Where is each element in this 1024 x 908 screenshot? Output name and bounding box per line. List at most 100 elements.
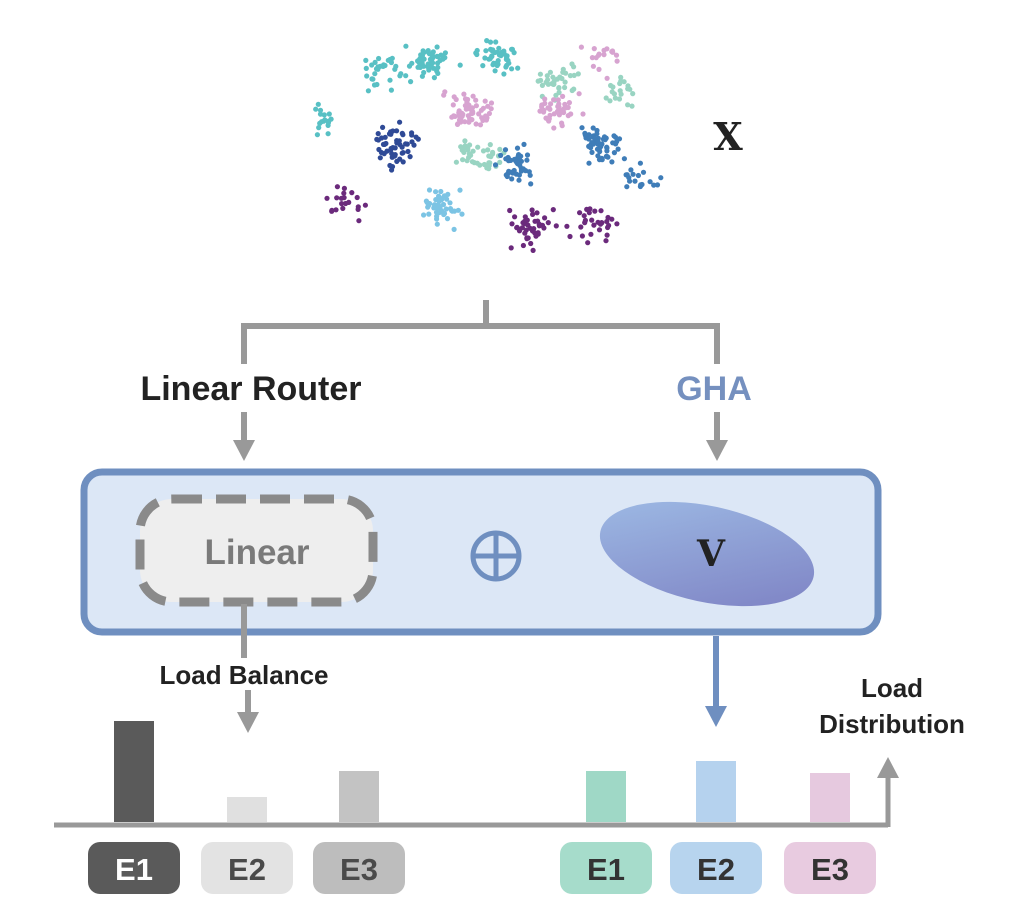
scatter-point xyxy=(550,74,556,80)
scatter-point xyxy=(585,240,591,246)
scatter-point xyxy=(590,63,597,69)
scatter-point xyxy=(469,117,475,123)
scatter-point xyxy=(609,159,615,165)
scatter-point xyxy=(403,73,409,79)
scatter-point xyxy=(591,46,597,52)
scatter-point xyxy=(604,46,610,52)
scatter-point xyxy=(387,162,393,169)
scatter-point xyxy=(435,70,441,76)
scatter-point xyxy=(329,208,335,214)
scatter-point xyxy=(418,59,424,65)
scatter-point xyxy=(516,177,522,183)
scatter-point xyxy=(321,112,327,118)
scatter-point xyxy=(548,101,554,107)
scatter-point xyxy=(333,207,339,213)
scatter-point xyxy=(593,55,599,61)
scatter-point xyxy=(529,207,535,213)
scatter-point xyxy=(444,216,451,222)
scatter-point xyxy=(508,169,514,175)
scatter-point xyxy=(537,71,544,77)
scatter-point xyxy=(613,52,620,58)
scatter-point xyxy=(575,71,581,77)
scatter-point xyxy=(456,108,462,114)
scatter-point xyxy=(559,75,565,82)
scatter-point xyxy=(473,103,479,109)
scatter-point xyxy=(400,132,406,138)
scatter-point xyxy=(530,211,536,217)
scatter-point xyxy=(599,157,605,163)
scatter-point xyxy=(599,141,605,147)
scatter-point xyxy=(443,206,449,212)
scatter-point xyxy=(533,233,539,239)
scatter-point xyxy=(571,64,577,70)
scatter-point xyxy=(586,160,592,166)
scatter-point xyxy=(520,242,527,249)
scatter-point xyxy=(489,53,495,60)
scatter-point xyxy=(463,106,469,112)
scatter-point xyxy=(553,92,559,98)
scatter-point xyxy=(524,157,530,163)
scatter-point xyxy=(517,162,523,168)
scatter-point xyxy=(372,71,378,77)
scatter-point xyxy=(405,148,411,155)
scatter-point xyxy=(523,217,529,223)
scatter-point xyxy=(325,119,332,126)
load-bar-left-e1 xyxy=(114,721,154,822)
scatter-point xyxy=(453,96,459,103)
scatter-point xyxy=(451,226,457,232)
scatter-point xyxy=(391,153,397,159)
scatter-point xyxy=(390,128,396,134)
embedding-scatter-cloud xyxy=(313,38,664,253)
scatter-point xyxy=(338,195,344,201)
scatter-point xyxy=(514,145,521,151)
scatter-point xyxy=(430,49,436,55)
scatter-point xyxy=(394,158,400,164)
combine-oplus-icon xyxy=(470,530,522,582)
linear-router-label: Linear Router xyxy=(140,370,361,408)
scatter-point xyxy=(479,115,485,121)
scatter-point xyxy=(509,176,515,182)
scatter-point xyxy=(451,113,457,119)
scatter-point xyxy=(559,120,565,126)
scatter-point xyxy=(485,147,491,153)
scatter-point xyxy=(611,150,618,156)
scatter-point xyxy=(597,148,603,155)
scatter-point xyxy=(578,44,585,50)
scatter-point xyxy=(325,131,331,137)
scatter-point xyxy=(595,219,601,225)
scatter-point xyxy=(647,179,653,185)
scatter-point xyxy=(534,210,540,216)
scatter-point xyxy=(385,57,391,63)
scatter-point xyxy=(397,142,403,148)
scatter-point xyxy=(382,134,388,140)
scatter-point xyxy=(604,144,610,150)
scatter-point xyxy=(445,191,451,197)
expert-label-left-e2: E2 xyxy=(228,852,266,887)
scatter-point xyxy=(503,172,509,178)
load-bar-right-e1 xyxy=(586,771,626,822)
scatter-point xyxy=(547,112,553,118)
scatter-point xyxy=(579,125,585,131)
scatter-point xyxy=(581,213,587,219)
expert-pill-left-e1 xyxy=(88,842,180,894)
scatter-point xyxy=(375,64,381,70)
scatter-point xyxy=(341,190,347,196)
scatter-point xyxy=(461,91,467,97)
v-ellipse xyxy=(599,501,815,607)
scatter-point xyxy=(614,139,620,145)
scatter-point xyxy=(438,188,444,195)
scatter-point xyxy=(470,110,476,116)
expert-label-right-e3: E3 xyxy=(811,852,849,887)
scatter-point xyxy=(596,227,603,233)
scatter-point xyxy=(603,95,609,101)
scatter-point xyxy=(341,185,347,191)
scatter-point xyxy=(498,152,504,158)
scatter-point xyxy=(547,69,554,75)
scatter-point xyxy=(539,82,546,88)
expert-pill-right-e1 xyxy=(560,842,652,894)
scatter-point xyxy=(579,233,586,239)
load-distribution-label-line1: Load xyxy=(861,673,923,703)
scatter-point xyxy=(398,71,404,77)
